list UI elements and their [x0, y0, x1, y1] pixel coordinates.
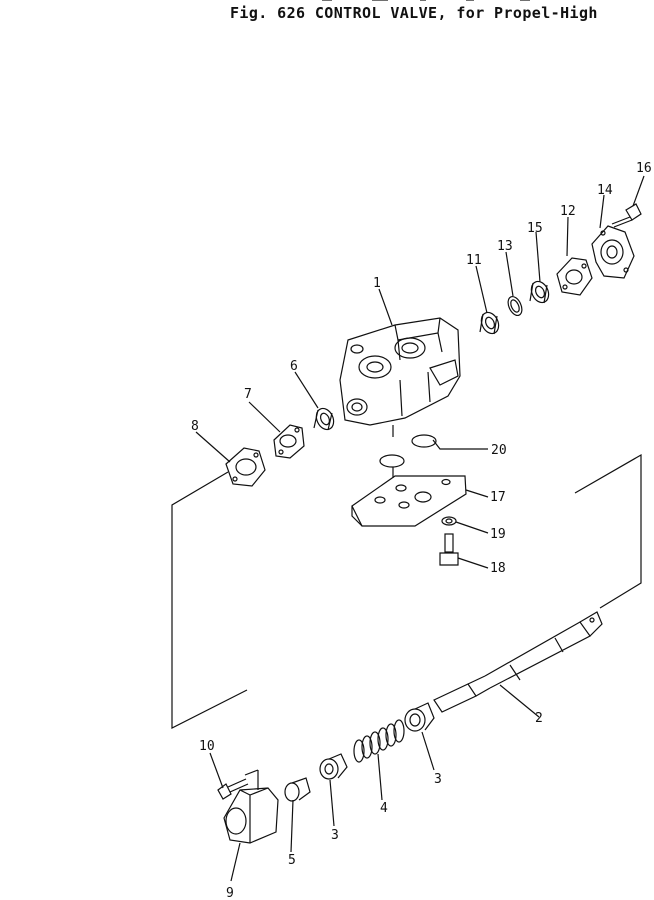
leader-lines	[195, 175, 645, 882]
callout-8: 8	[191, 419, 199, 434]
callout-7: 7	[244, 387, 252, 402]
callout-20: 20	[491, 443, 507, 458]
o-ring-small	[379, 454, 405, 478]
part-15-nut	[529, 280, 550, 304]
callout-16: 16	[636, 161, 652, 176]
part-4-spring	[353, 719, 405, 763]
callout-12: 12	[560, 204, 576, 219]
callout-2: 2	[535, 711, 543, 726]
assembly-bracket-lines	[171, 453, 642, 729]
part-10-screw	[217, 778, 249, 800]
part-12-gasket	[556, 257, 593, 296]
part-7-gasket	[273, 424, 305, 459]
callout-11: 11	[466, 253, 482, 268]
part-3-seat-upper	[404, 702, 435, 732]
callout-18: 18	[490, 561, 506, 576]
callout-3-lower: 3	[331, 828, 339, 843]
valve-body	[339, 317, 461, 437]
part-11-nut	[479, 311, 500, 335]
part-19-washer	[441, 516, 457, 526]
part-6-nut	[313, 407, 335, 431]
callout-13: 13	[497, 239, 513, 254]
part-18-bolt	[439, 533, 459, 566]
part-13-ring	[507, 295, 523, 317]
callout-19: 19	[490, 527, 506, 542]
part-2-spool	[433, 611, 603, 713]
callout-14: 14	[597, 183, 613, 198]
callout-17: 17	[490, 490, 506, 505]
callout-3-upper: 3	[434, 772, 442, 787]
part-3-seat-lower	[319, 753, 348, 780]
callout-1: 1	[373, 276, 381, 291]
callout-9: 9	[226, 886, 234, 900]
part-8-cover	[225, 447, 266, 487]
figure-title: Fig. 626 CONTROL VALVE, for Propel-High	[230, 4, 598, 22]
callout-10: 10	[199, 739, 215, 754]
part-5-stopper	[284, 777, 311, 802]
part-14-cover	[591, 225, 635, 279]
callout-labels: 1 2 3 3 4 5 6 7 8 9 10 11 12 13 14 15 16…	[191, 161, 652, 900]
callout-4: 4	[380, 801, 388, 816]
callout-6: 6	[290, 359, 298, 374]
callout-15: 15	[527, 221, 543, 236]
part-20-o-ring	[411, 434, 437, 448]
part-16-bolt	[611, 203, 642, 228]
part-9-cap	[223, 769, 279, 844]
part-17-plate	[351, 475, 467, 527]
callout-5: 5	[288, 853, 296, 868]
